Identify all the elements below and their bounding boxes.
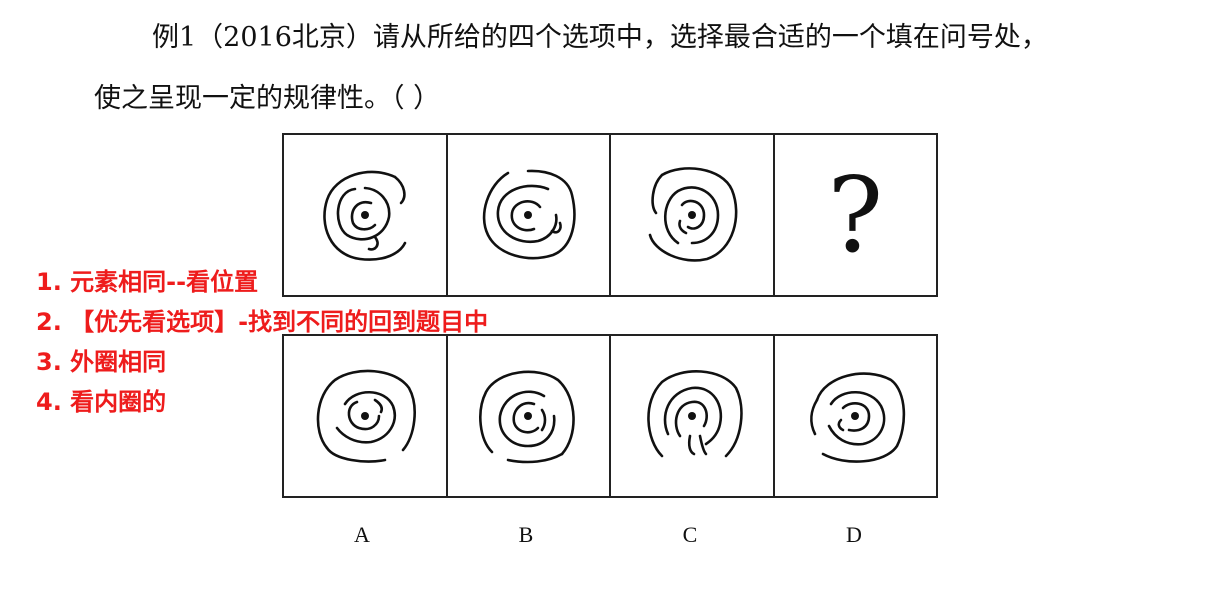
option-figure-a[interactable] (284, 336, 448, 496)
option-figure-b[interactable] (448, 336, 611, 496)
question-mark-cell: ? (775, 135, 937, 295)
problem-figure-2 (448, 135, 611, 295)
option-figure-d[interactable] (775, 336, 937, 496)
spiral-figure (810, 372, 906, 463)
problem-figure-1 (284, 135, 448, 295)
spiral-figure (483, 169, 576, 260)
question-mark: ? (827, 154, 884, 276)
note-2: 2. 【优先看选项】-找到不同的回到题目中 (36, 308, 489, 336)
annotation-notes: 1. 元素相同--看位置 2. 【优先看选项】-找到不同的回到题目中 3. 外圈… (36, 262, 488, 422)
option-figure-c[interactable] (611, 336, 775, 496)
spiral-figure (322, 170, 407, 261)
note-4: 4. 看内圈的 (36, 388, 167, 416)
question-line-1: 例1（2016北京）请从所给的四个选项中，选择最合适的一个填在问号处， (152, 22, 1048, 53)
problem-row: ? (282, 133, 938, 297)
options-row (282, 334, 938, 498)
problem-figure-3 (611, 135, 775, 295)
spiral-figure (479, 370, 576, 464)
spiral-figure (646, 370, 743, 458)
option-label-d: D (846, 522, 862, 547)
option-label-b: B (518, 522, 534, 547)
question-line-2: 使之呈现一定的规律性。（ ） (94, 83, 441, 114)
spiral-figure (648, 167, 738, 262)
note-3: 3. 外圈相同 (36, 348, 167, 376)
spiral-figure (316, 369, 416, 463)
option-label-c: C (682, 522, 698, 547)
note-1: 1. 元素相同--看位置 (36, 268, 259, 296)
option-label-a: A (354, 522, 370, 547)
